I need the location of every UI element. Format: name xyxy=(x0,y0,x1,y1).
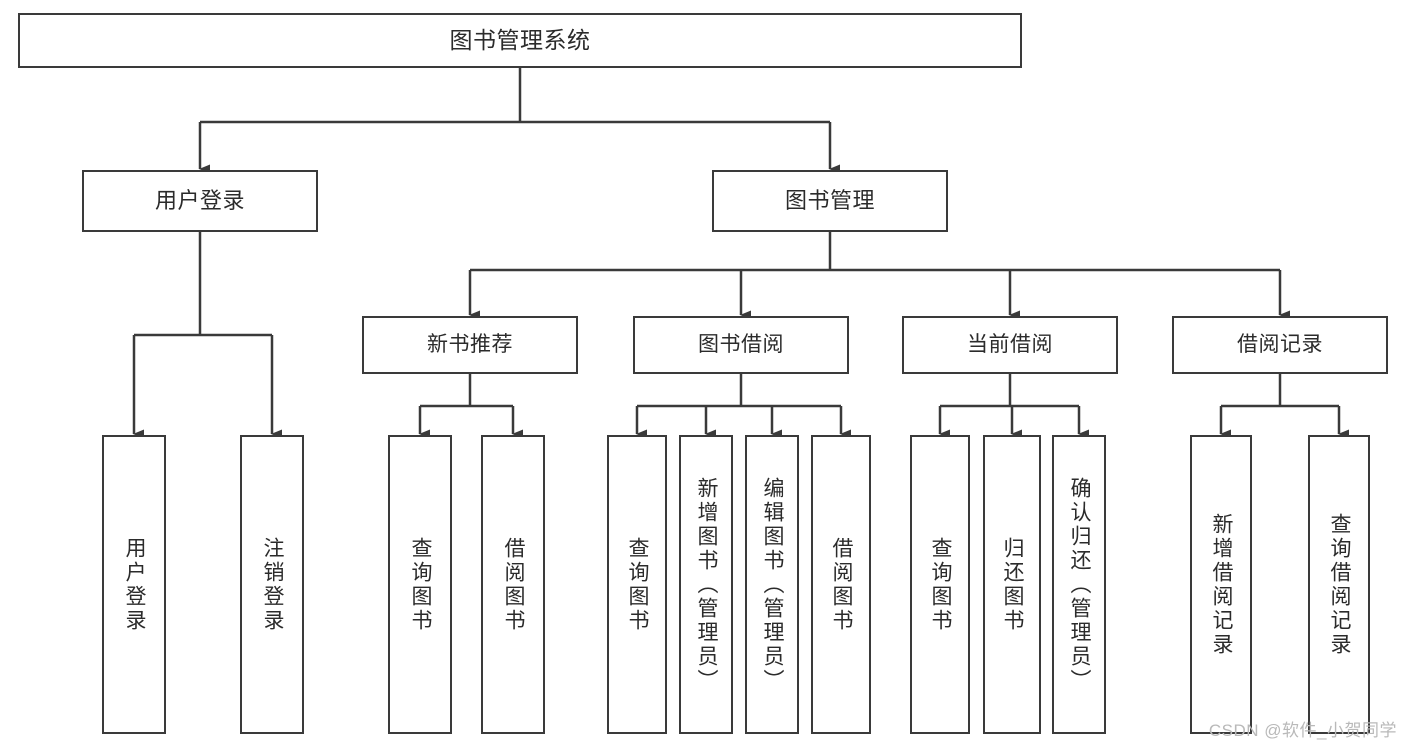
node-label: 确认归还（管理员） xyxy=(1068,476,1092,693)
node-leaf-09[interactable]: 查询图书 xyxy=(910,435,970,734)
node-leaf-08[interactable]: 借阅图书 xyxy=(811,435,871,734)
node-leaf-01[interactable]: 用户登录 xyxy=(102,435,166,734)
node-label: 查询借阅记录 xyxy=(1328,512,1352,657)
node-label: 用户登录 xyxy=(154,188,245,214)
node-label: 查询图书 xyxy=(626,536,650,633)
node-label: 编辑图书（管理员） xyxy=(761,476,785,693)
node-current[interactable]: 当前借阅 xyxy=(902,316,1118,374)
node-leaf-06[interactable]: 新增图书（管理员） xyxy=(679,435,733,734)
node-leaf-10[interactable]: 归还图书 xyxy=(983,435,1041,734)
node-leaf-05[interactable]: 查询图书 xyxy=(607,435,667,734)
node-record[interactable]: 借阅记录 xyxy=(1172,316,1388,374)
node-label: 图书借阅 xyxy=(698,332,784,356)
node-label: 借阅图书 xyxy=(830,536,854,633)
node-label: 查询图书 xyxy=(929,536,953,633)
node-label: 当前借阅 xyxy=(967,332,1053,356)
node-leaf-04[interactable]: 借阅图书 xyxy=(481,435,545,734)
node-label: 借阅图书 xyxy=(502,536,526,633)
node-new-book[interactable]: 新书推荐 xyxy=(362,316,578,374)
node-label: 图书管理 xyxy=(784,188,875,214)
node-leaf-12[interactable]: 新增借阅记录 xyxy=(1190,435,1252,734)
node-leaf-03[interactable]: 查询图书 xyxy=(388,435,452,734)
node-book-manage[interactable]: 图书管理 xyxy=(712,170,948,232)
node-label: 新增图书（管理员） xyxy=(695,476,719,693)
csdn-watermark: CSDN @软件_小贺同学 xyxy=(1208,721,1397,740)
node-label: 注销登录 xyxy=(261,536,285,633)
node-label: 查询图书 xyxy=(409,536,433,633)
node-label: 新书推荐 xyxy=(427,332,513,356)
node-label: 借阅记录 xyxy=(1237,332,1323,356)
node-label: 新增借阅记录 xyxy=(1210,512,1234,657)
node-label: 图书管理系统 xyxy=(449,27,591,54)
node-leaf-11[interactable]: 确认归还（管理员） xyxy=(1052,435,1106,734)
node-root[interactable]: 图书管理系统 xyxy=(18,13,1022,68)
node-leaf-13[interactable]: 查询借阅记录 xyxy=(1308,435,1370,734)
node-user-login[interactable]: 用户登录 xyxy=(82,170,318,232)
node-leaf-02[interactable]: 注销登录 xyxy=(240,435,304,734)
node-label: 用户登录 xyxy=(123,536,147,633)
node-borrow[interactable]: 图书借阅 xyxy=(633,316,849,374)
node-leaf-07[interactable]: 编辑图书（管理员） xyxy=(745,435,799,734)
node-label: 归还图书 xyxy=(1001,536,1025,633)
